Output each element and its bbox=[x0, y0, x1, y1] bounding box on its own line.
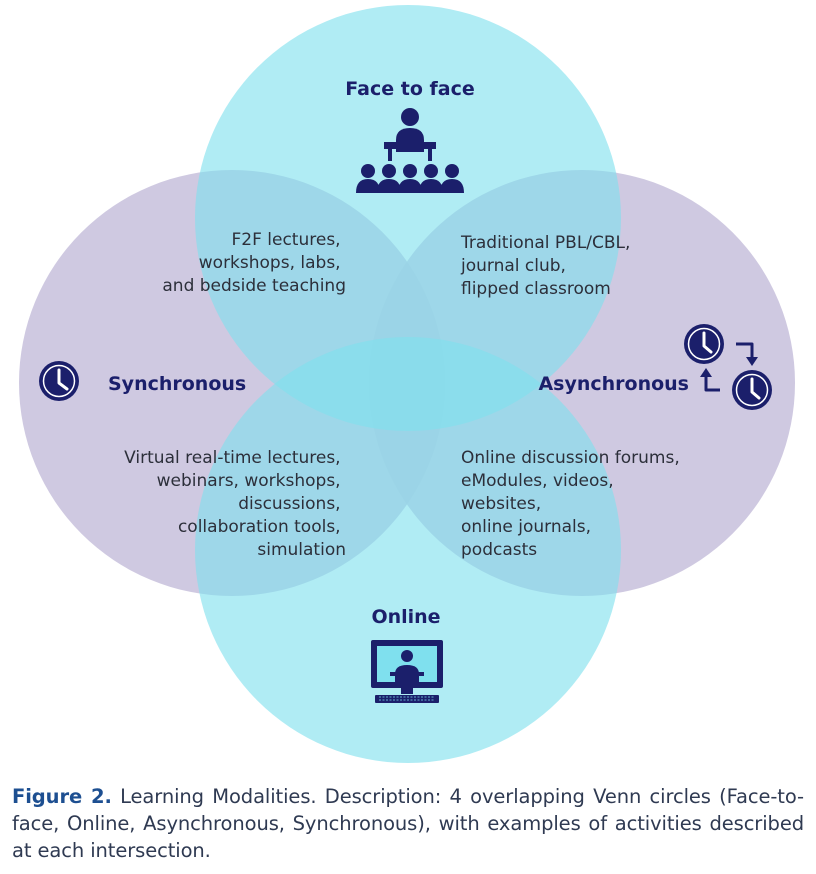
online-async-line: eModules, videos, bbox=[461, 471, 614, 491]
synchronous-title: Synchronous bbox=[108, 373, 246, 395]
online-sync-line: collaboration tools, bbox=[178, 517, 341, 537]
online-async-examples: Online discussion forums, eModules, vide… bbox=[461, 448, 685, 560]
online-async-line: Online discussion forums, bbox=[461, 448, 680, 468]
face-to-face-title: Face to face bbox=[345, 78, 474, 100]
online-sync-examples: Virtual real-time lectures, webinars, wo… bbox=[124, 448, 346, 560]
figure-label: Figure 2. bbox=[12, 785, 112, 808]
face-async-line: journal club, bbox=[460, 256, 566, 276]
online-async-line: online journals, bbox=[461, 517, 591, 537]
online-sync-line: Virtual real-time lectures, bbox=[124, 448, 340, 468]
online-sync-line: discussions, bbox=[238, 494, 340, 514]
clock-icon bbox=[39, 361, 79, 401]
face-async-line: flipped classroom bbox=[461, 279, 611, 299]
face-sync-line: and bedside teaching bbox=[162, 276, 346, 296]
face-to-face-circle bbox=[195, 5, 621, 431]
face-async-line: Traditional PBL/CBL, bbox=[460, 233, 630, 253]
asynchronous-title: Asynchronous bbox=[538, 373, 689, 395]
face-sync-examples: F2F lectures, workshops, labs, and bedsi… bbox=[162, 230, 346, 296]
online-async-line: websites, bbox=[461, 494, 541, 514]
online-title: Online bbox=[371, 606, 440, 628]
figure-caption-text: Learning Modalities. Description: 4 over… bbox=[12, 785, 804, 862]
online-sync-line: webinars, workshops, bbox=[157, 471, 341, 491]
venn-diagram: Face to face Synchronous Asynchronous bbox=[19, 5, 795, 763]
face-sync-line: workshops, labs, bbox=[199, 253, 341, 273]
presenter-audience-icon bbox=[356, 108, 464, 193]
computer-presenter-icon bbox=[371, 640, 443, 703]
online-sync-line: simulation bbox=[257, 540, 346, 560]
online-async-line: podcasts bbox=[461, 540, 537, 560]
figure-caption: Figure 2. Learning Modalities. Descripti… bbox=[12, 783, 804, 864]
cycling-clocks-icon bbox=[684, 324, 772, 410]
online-circle bbox=[195, 337, 621, 763]
face-sync-line: F2F lectures, bbox=[232, 230, 341, 250]
face-async-examples: Traditional PBL/CBL, journal club, flipp… bbox=[460, 233, 636, 299]
